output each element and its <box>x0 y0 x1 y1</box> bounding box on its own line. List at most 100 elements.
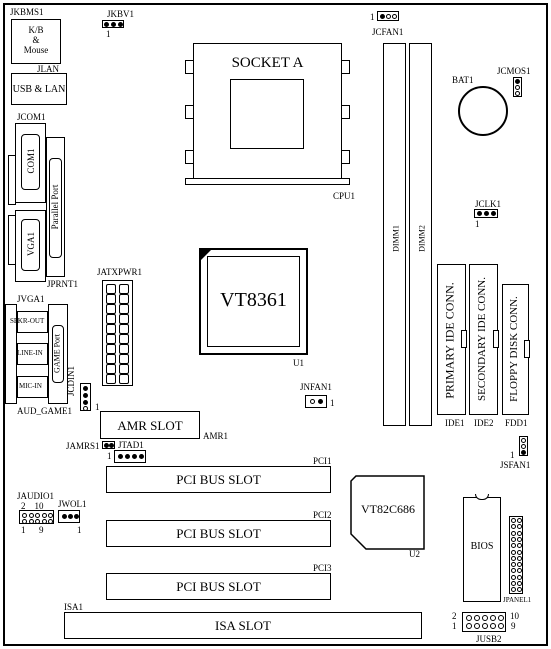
com1-flange <box>8 155 16 205</box>
jprnt1-label: JPRNT1 <box>47 279 79 289</box>
header-pin <box>517 543 522 549</box>
jusb2-pin2: 2 <box>452 611 457 621</box>
secondary-ide-label: SECONDARY IDE CONN. <box>476 277 488 401</box>
header-pin <box>517 562 522 568</box>
jkbv1-jumper <box>102 20 124 28</box>
header-pin <box>119 294 129 304</box>
socket-notch <box>341 60 350 74</box>
jvga1-label: JVGA1 <box>17 294 45 304</box>
jkbv1-pin1: 1 <box>106 29 111 39</box>
header-pin <box>511 530 516 536</box>
jtad1-label: JTAD1 <box>118 440 144 450</box>
vt8361-chip: VT8361 <box>199 248 308 355</box>
header-pin <box>511 543 516 549</box>
header-pin <box>517 518 522 523</box>
header-pin <box>22 513 27 518</box>
header-pin <box>35 519 40 524</box>
jpanel1-label: JPANEL1 <box>503 596 532 604</box>
jcfan1-label: JCFAN1 <box>372 27 404 37</box>
jkbms1-label: JKBMS1 <box>10 7 44 17</box>
jnfan1-pin1: 1 <box>330 398 335 408</box>
jatxpwr1-label: JATXPWR1 <box>97 267 143 277</box>
dimm1-label: DIMM1 <box>391 225 401 252</box>
amr-slot: AMR SLOT <box>100 411 200 439</box>
jkbv1-label: JKBV1 <box>107 9 135 19</box>
parallel-port: Parallel Port <box>46 137 65 277</box>
jcdin1-pin1: 1 <box>95 402 100 412</box>
jtad1-header <box>114 450 146 463</box>
socket-center <box>230 79 304 149</box>
socket-notch <box>341 105 350 119</box>
header-pin <box>517 530 522 536</box>
bios-chip: BIOS <box>463 497 501 602</box>
header-pin <box>511 555 516 561</box>
kb-mouse-label: K/B & Mouse <box>23 25 49 55</box>
header-pin <box>106 284 116 294</box>
vt82c686-label: VT82C686 <box>361 502 415 516</box>
jclk1-label: JCLK1 <box>475 199 502 209</box>
header-pin <box>511 549 516 555</box>
vga-connector: VGA1 <box>15 210 46 282</box>
jsfan1-header <box>519 436 528 456</box>
com1-label: COM1 <box>26 148 36 174</box>
socket-notch <box>341 150 350 164</box>
header-pin <box>517 549 522 555</box>
header-pin <box>106 304 116 314</box>
header-pin <box>119 284 129 294</box>
vga1-label: VGA1 <box>26 232 36 256</box>
header-pin <box>106 364 116 374</box>
socket-notch <box>185 105 194 119</box>
isa-slot-label: ISA SLOT <box>215 618 271 633</box>
parallel-label: Parallel Port <box>50 184 60 230</box>
mic-in-label: MIC-IN <box>19 382 42 390</box>
jcmos1-label: JCMOS1 <box>497 66 531 76</box>
mic-in-jack: MIC-IN <box>17 376 48 398</box>
dimm1-slot: DIMM1 <box>383 43 406 426</box>
jamrs1-jumper <box>102 441 115 449</box>
header-pin <box>511 562 516 568</box>
jaudio1-bottom-pins: 1 9 <box>21 525 44 535</box>
jcdin1-label: JCDIN1 <box>66 365 76 396</box>
header-pin <box>511 574 516 580</box>
jaudio1-header <box>19 510 54 524</box>
com1-connector: COM1 <box>15 123 46 203</box>
jpanel1-header <box>509 516 523 594</box>
cpu-socket: SOCKET A <box>193 43 342 182</box>
header-pin <box>517 581 522 586</box>
audio-bracket <box>5 304 17 404</box>
header-pin <box>517 536 522 542</box>
header-pin <box>119 314 129 324</box>
pci-slot-2: PCI BUS SLOT <box>106 520 331 547</box>
jusb2-label: JUSB2 <box>476 634 502 644</box>
pci-slot-2-label: PCI BUS SLOT <box>176 526 261 541</box>
jusb2-pin1: 1 <box>452 621 457 631</box>
jwol1-header <box>58 510 80 523</box>
game-port: GAME Port <box>48 304 68 404</box>
chip-pin1-marker <box>201 250 211 260</box>
kb-mouse-connector: K/B & Mouse <box>11 19 61 64</box>
jusb2-pin10: 10 <box>510 611 519 621</box>
header-pin <box>28 513 34 518</box>
header-pin <box>511 524 516 530</box>
jwol1-pin1: 1 <box>77 525 82 535</box>
header-pin <box>119 304 129 314</box>
header-pin <box>517 524 522 530</box>
pci1-label: PCI1 <box>313 456 332 466</box>
header-pin <box>498 615 504 621</box>
jamrs1-label: JAMRS1 <box>66 441 100 451</box>
jnfan1-header <box>305 395 327 408</box>
jusb2-header <box>462 612 506 632</box>
header-pin <box>119 364 129 374</box>
dimm2-slot: DIMM2 <box>409 43 432 426</box>
header-pin <box>466 623 472 629</box>
u1-label: U1 <box>293 358 304 368</box>
header-pin <box>48 513 53 518</box>
spkr-out-jack: SPKR-OUT <box>10 311 48 333</box>
primary-ide-label: PRIMARY IDE CONN. <box>442 282 457 399</box>
line-in-jack: LINE-IN <box>17 343 48 365</box>
pci2-label: PCI2 <box>313 510 332 520</box>
fdd1-label: FDD1 <box>505 418 528 428</box>
jcfan1-header <box>377 11 399 21</box>
header-pin <box>106 344 116 354</box>
